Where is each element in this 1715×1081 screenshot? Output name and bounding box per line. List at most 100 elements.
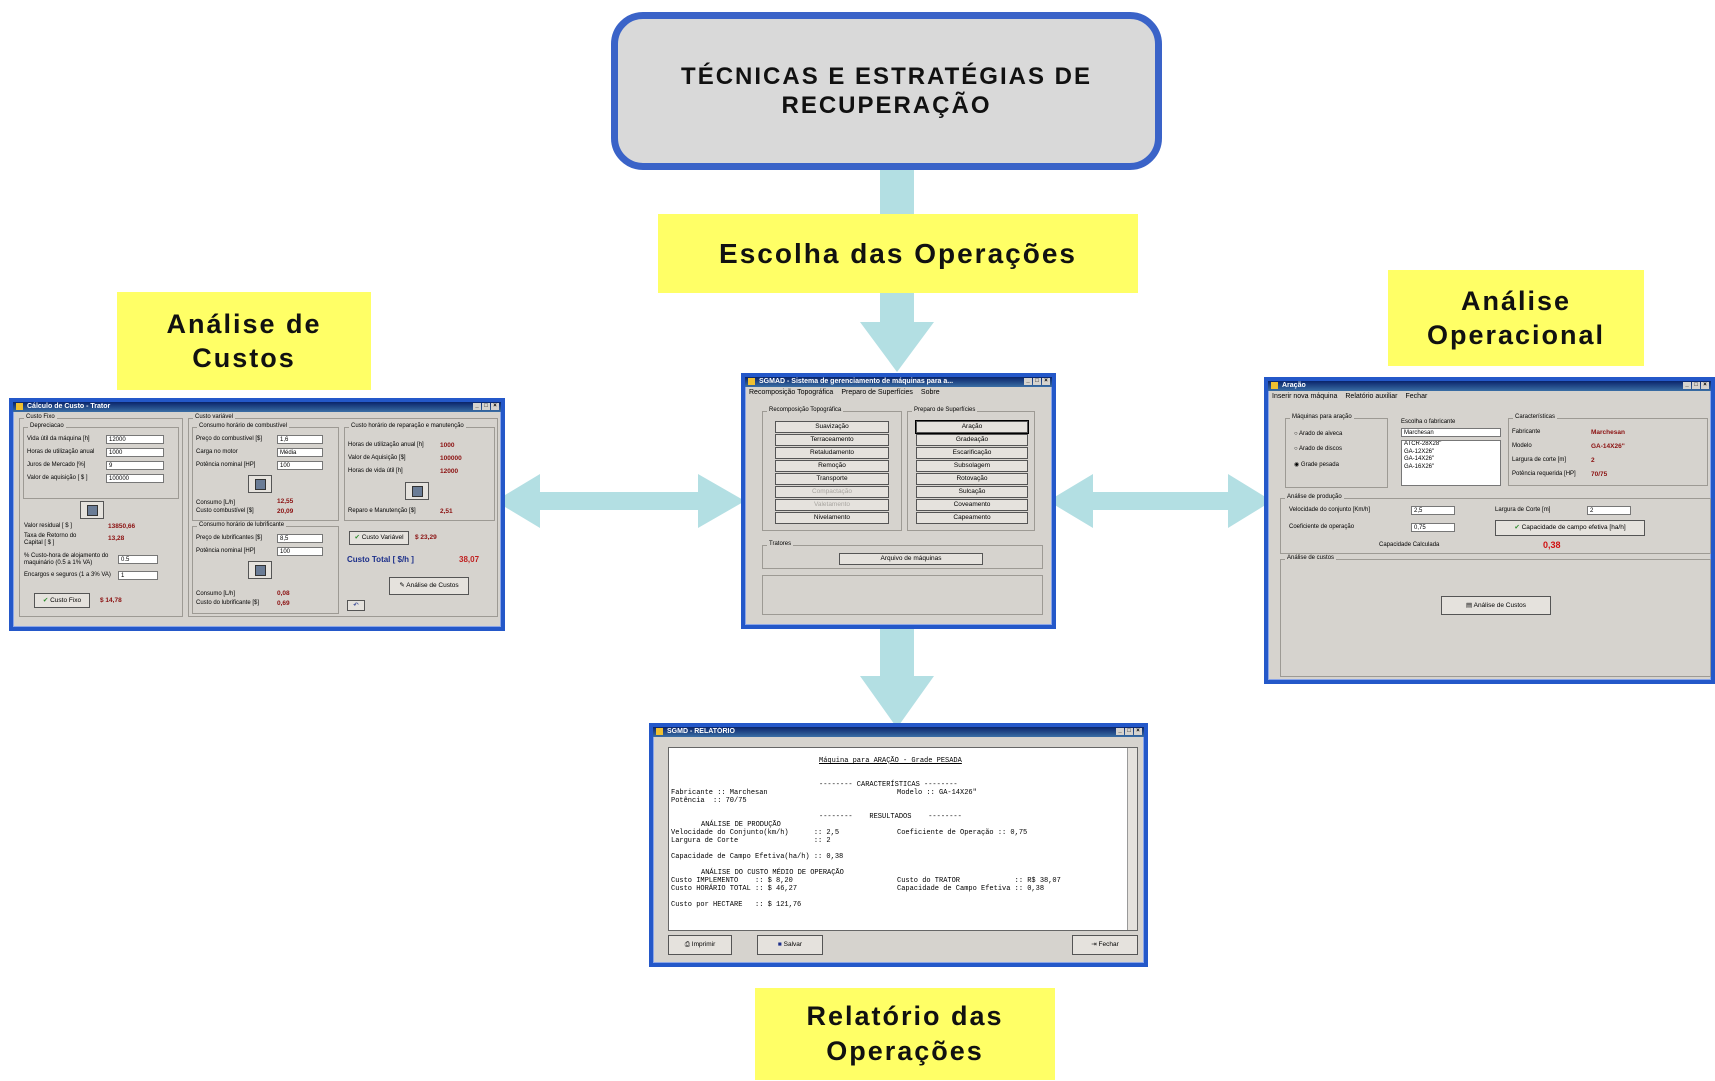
- close-button[interactable]: ×: [1042, 378, 1050, 385]
- menu-recomposicao[interactable]: Recomposição Topográfica: [749, 389, 834, 396]
- sgmad-titlebar: SGMAD - Sistema de gerenciamento de máqu…: [745, 377, 1052, 387]
- consumo-value: 12,55: [277, 498, 294, 505]
- velocidade-input[interactable]: 2,5: [1411, 506, 1455, 515]
- menu-relatorio-auxiliar[interactable]: Relatório auxiliar: [1345, 393, 1398, 400]
- subsolagem-button[interactable]: Subsolagem: [916, 460, 1028, 472]
- coveamento-button[interactable]: Coveamento: [916, 499, 1028, 511]
- retaludamento-button[interactable]: Retaludamento: [775, 447, 889, 459]
- modelos-list[interactable]: ATCR-28X28" GA-12X26" GA-14X26" GA-16X26…: [1401, 440, 1501, 486]
- radio-grade-pesada[interactable]: ◉ Grade pesada: [1294, 462, 1339, 468]
- imprimir-button[interactable]: ⎙ Imprimir: [668, 935, 732, 955]
- menu-fechar[interactable]: Fechar: [1405, 393, 1428, 400]
- remocao-button[interactable]: Remoção: [775, 460, 889, 472]
- potencia-input[interactable]: 100: [277, 461, 323, 470]
- button-label: Salvar: [783, 941, 803, 948]
- transporte-button[interactable]: Transporte: [775, 473, 889, 485]
- horas-input[interactable]: 1000: [106, 448, 164, 457]
- menu-inserir[interactable]: Inserir nova máquina: [1272, 393, 1338, 400]
- report-line: Potência :: 70/75: [671, 797, 747, 805]
- group-label: Máquinas para aração: [1290, 414, 1354, 420]
- calculator-button[interactable]: [248, 475, 272, 493]
- potencia-lub-input[interactable]: 100: [277, 547, 323, 556]
- radio-arado-discos[interactable]: ○ Arado de discos: [1294, 446, 1342, 452]
- salvar-button[interactable]: ■ Salvar: [757, 935, 823, 955]
- field-label: Modelo: [1512, 443, 1532, 449]
- close-button[interactable]: ×: [1701, 382, 1709, 389]
- calculator-button[interactable]: [80, 501, 104, 519]
- close-button[interactable]: ×: [1134, 728, 1142, 735]
- rep-total-value: 2,51: [440, 508, 453, 515]
- analise-custos-button[interactable]: ▤ Análise de Custos: [1441, 596, 1551, 615]
- undo-button[interactable]: ↶: [347, 600, 365, 611]
- button-label: Análise de Custos: [406, 582, 459, 589]
- calculator-icon: [412, 486, 423, 497]
- report-text-area[interactable]: Máquina para ARAÇÃO - Grade PESADA -----…: [668, 747, 1138, 931]
- field-label: Custo do lubrificante [$]: [196, 600, 260, 606]
- valor-aquisicao-input[interactable]: 100000: [106, 474, 164, 483]
- custo-fixo-group: Custo Fixo Depreciacao Vida útil da máqu…: [19, 414, 183, 617]
- rotovacao-button[interactable]: Rotovação: [916, 473, 1028, 485]
- arrow-sgmad-to-relatorio: [860, 628, 934, 728]
- minimize-button[interactable]: _: [1116, 728, 1124, 735]
- calculator-button[interactable]: [405, 482, 429, 500]
- menu-preparo[interactable]: Preparo de Superfícies: [841, 389, 913, 396]
- rep-valor-value: 100000: [440, 455, 462, 462]
- arquivo-maquinas-button[interactable]: Arquivo de máquinas: [839, 553, 983, 565]
- preco-combustivel-input[interactable]: 1,6: [277, 435, 323, 444]
- coeficiente-select[interactable]: 0,75: [1411, 523, 1455, 532]
- minimize-button[interactable]: _: [1683, 382, 1691, 389]
- compactacao-button[interactable]: Compactação: [775, 486, 889, 498]
- calculator-button[interactable]: [248, 561, 272, 579]
- menu-sobre[interactable]: Sobre: [920, 389, 940, 396]
- custo-variavel-button[interactable]: ✔ Custo Variável: [349, 531, 409, 545]
- gradeacao-button[interactable]: Gradeação: [916, 434, 1028, 446]
- analise-custos-button[interactable]: ✎ Análise de Custos: [389, 577, 469, 595]
- custo-fixo-button[interactable]: ✔ Custo Fixo: [34, 593, 90, 608]
- largura-value: 2: [1591, 457, 1595, 464]
- field-label: Potência nominal [HP]: [196, 548, 256, 554]
- maximize-button[interactable]: □: [1125, 728, 1133, 735]
- check-icon: ✔: [354, 534, 360, 541]
- fechar-button[interactable]: ⇥ Fechar: [1072, 935, 1138, 955]
- valetamento-button[interactable]: Valetamento: [775, 499, 889, 511]
- largura-input[interactable]: 2: [1587, 506, 1631, 515]
- list-item[interactable]: GA-14X26": [1404, 456, 1435, 462]
- maximize-button[interactable]: □: [1033, 378, 1041, 385]
- list-item[interactable]: GA-12X26": [1404, 448, 1435, 455]
- minimize-button[interactable]: _: [1024, 378, 1032, 385]
- app-icon: [16, 403, 23, 410]
- custo-lub-value: 0,69: [277, 600, 290, 607]
- alojamento-select[interactable]: 0.5: [118, 555, 158, 564]
- label-relatorio: Relatório das Operações: [755, 988, 1055, 1080]
- maximize-button[interactable]: □: [482, 403, 490, 410]
- label-escolha: Escolha das Operações: [658, 214, 1138, 293]
- button-label: Custo Variável: [361, 534, 404, 541]
- report-line: Fabricante :: Marchesan: [671, 789, 768, 797]
- carga-select[interactable]: Média: [277, 448, 323, 457]
- close-button[interactable]: ×: [491, 403, 499, 410]
- custos-group: Análise de custos ▤ Análise de Custos: [1280, 555, 1711, 677]
- window-title: SGMD - RELATÓRIO: [667, 728, 735, 735]
- maximize-button[interactable]: □: [1692, 382, 1700, 389]
- list-item[interactable]: ATCR-28X28": [1404, 441, 1442, 447]
- terraceamento-button[interactable]: Terraceamento: [775, 434, 889, 446]
- report-line: Modelo :: GA-14X26": [897, 789, 977, 797]
- nivelamento-button[interactable]: Nivelamento: [775, 512, 889, 524]
- window-title: Aração: [1282, 382, 1306, 389]
- suavizacao-button[interactable]: Suavização: [775, 421, 889, 433]
- field-label: Largura de Corte [m]: [1495, 507, 1551, 513]
- list-item[interactable]: GA-16X26": [1404, 463, 1435, 470]
- aracao-button[interactable]: Aração: [915, 420, 1029, 434]
- radio-arado-aiveca[interactable]: ○ Arado de aiveca: [1294, 431, 1343, 437]
- minimize-button[interactable]: _: [473, 403, 481, 410]
- capacidade-button[interactable]: ✔ Capacidade de campo efetiva [ha/h]: [1495, 520, 1645, 536]
- vida-util-input[interactable]: 12000: [106, 435, 164, 444]
- fabricante-select[interactable]: Marchesan: [1401, 428, 1501, 437]
- escarificacao-button[interactable]: Escarificação: [916, 447, 1028, 459]
- report-scrollbar[interactable]: [1127, 748, 1137, 930]
- encargos-select[interactable]: 1: [118, 571, 158, 580]
- preco-lubrificante-input[interactable]: 8,5: [277, 534, 323, 543]
- capeamento-button[interactable]: Capeamento: [916, 512, 1028, 524]
- sulcacao-button[interactable]: Sulcação: [916, 486, 1028, 498]
- juros-input[interactable]: 9: [106, 461, 164, 470]
